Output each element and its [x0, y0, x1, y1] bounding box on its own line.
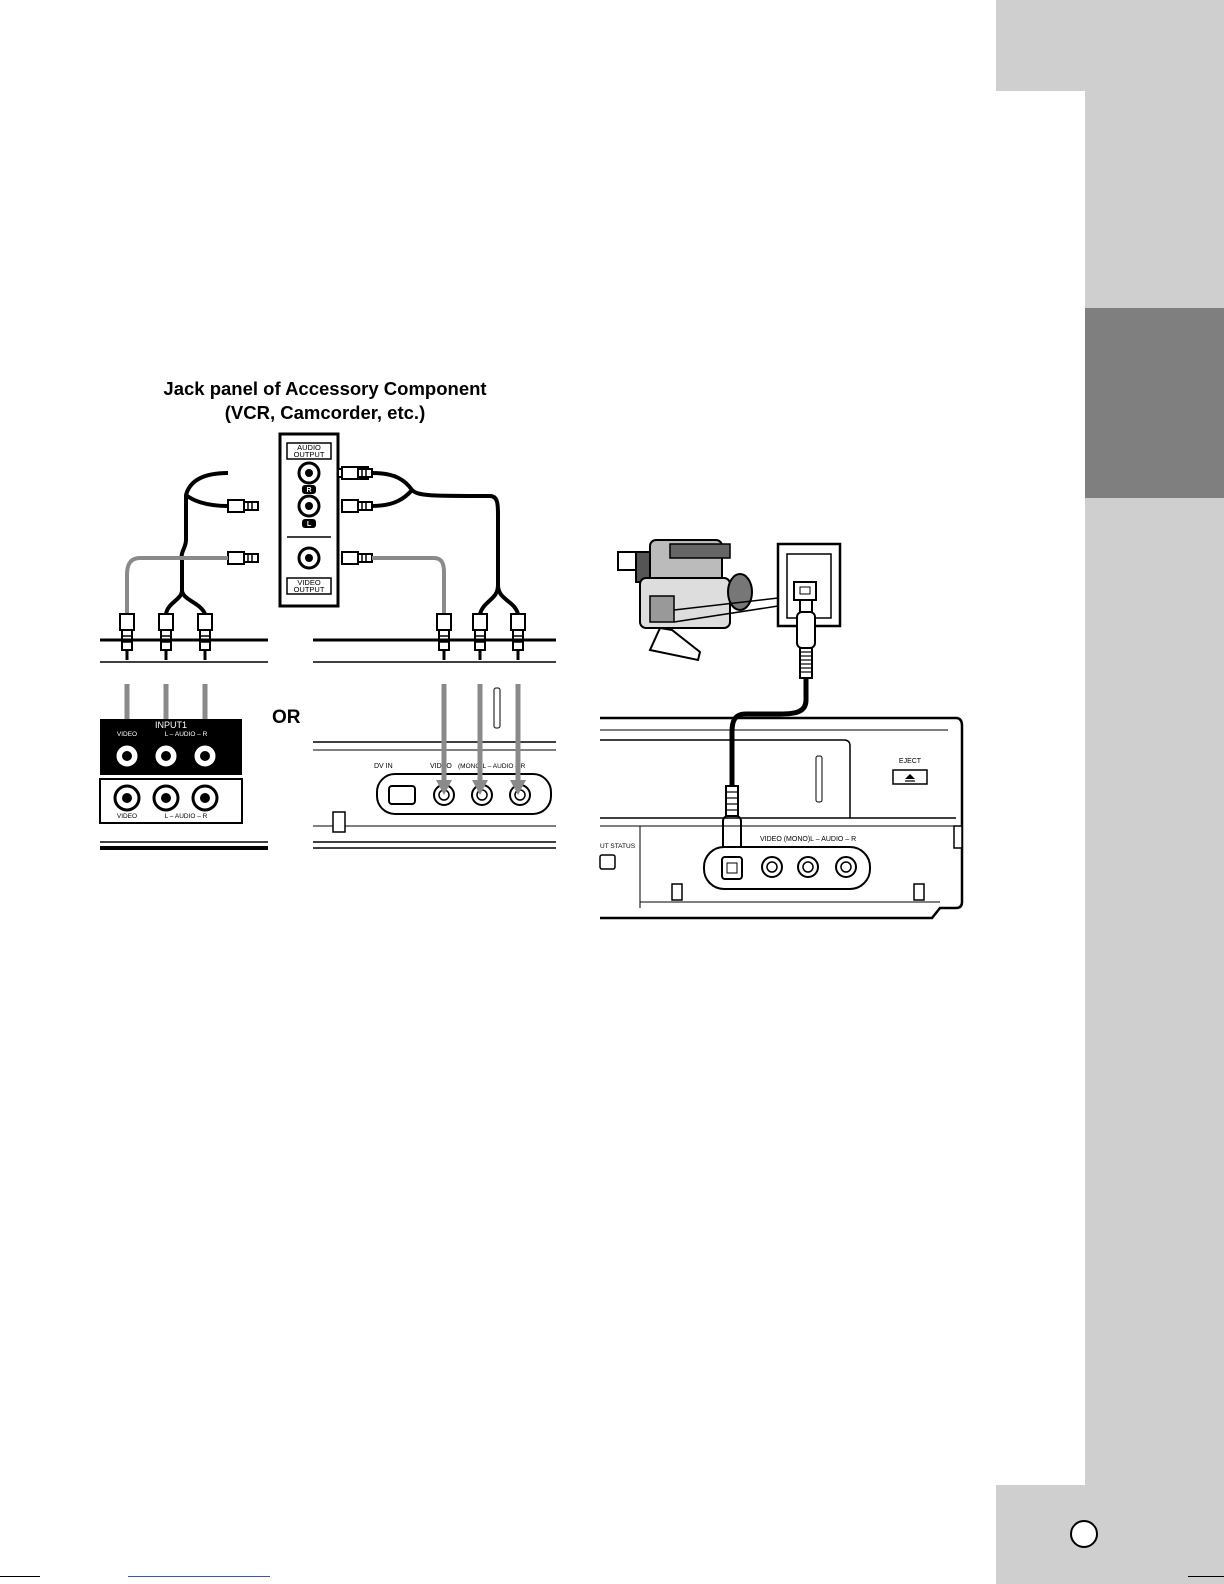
footer-rule-right — [1188, 1576, 1224, 1577]
eject-label: EJECT — [899, 758, 922, 765]
dv-in-label: DV IN — [374, 763, 393, 770]
channel-r-badge: R — [306, 487, 311, 494]
accessory-audio-l-jack — [299, 496, 319, 516]
rear-jacks-bottom — [115, 786, 217, 810]
rear-panel: INPUT1 VIDEO L – AUDIO – R VIDEO L – AUD… — [100, 640, 268, 848]
front-audio-label: (MONO)L – AUDIO – R — [458, 763, 526, 770]
accessory-audio-r-jack — [299, 463, 319, 483]
footer-link-rule — [128, 1576, 270, 1577]
footer-rule-left — [0, 1576, 40, 1577]
audio-output-label-2: OUTPUT — [294, 450, 325, 459]
rear-audio-label-bottom: L – AUDIO – R — [165, 813, 208, 820]
accessory-jack-panel: AUDIO OUTPUT VIDEO OUTPUT R L — [280, 434, 338, 606]
camcorder-illustration — [618, 540, 778, 660]
front-video-label: VIDEO — [430, 763, 452, 770]
rear-jacks-top — [115, 744, 217, 768]
accessory-video-jack — [299, 548, 319, 568]
dv-cable — [723, 600, 815, 864]
rear-audio-label-top: L – AUDIO – R — [165, 731, 208, 738]
front-labels-right: VIDEO (MONO)L – AUDIO – R — [760, 836, 856, 843]
vertical-plugs — [120, 614, 525, 660]
left-cables — [127, 473, 228, 614]
rear-video-label-bottom: VIDEO — [117, 813, 137, 820]
right-cables — [372, 473, 518, 614]
front-jacks-right — [762, 857, 856, 877]
rear-video-label-top: VIDEO — [117, 731, 137, 738]
video-output-label-2: OUTPUT — [294, 585, 325, 594]
recorder-front-right: EJECT UT STATUS VIDEO (MONO)L – AUDIO – … — [600, 718, 962, 918]
or-label: OR — [272, 707, 301, 729]
input1-label: INPUT1 — [155, 720, 187, 730]
status-label: UT STATUS — [600, 843, 636, 850]
channel-l-badge: L — [307, 521, 312, 528]
